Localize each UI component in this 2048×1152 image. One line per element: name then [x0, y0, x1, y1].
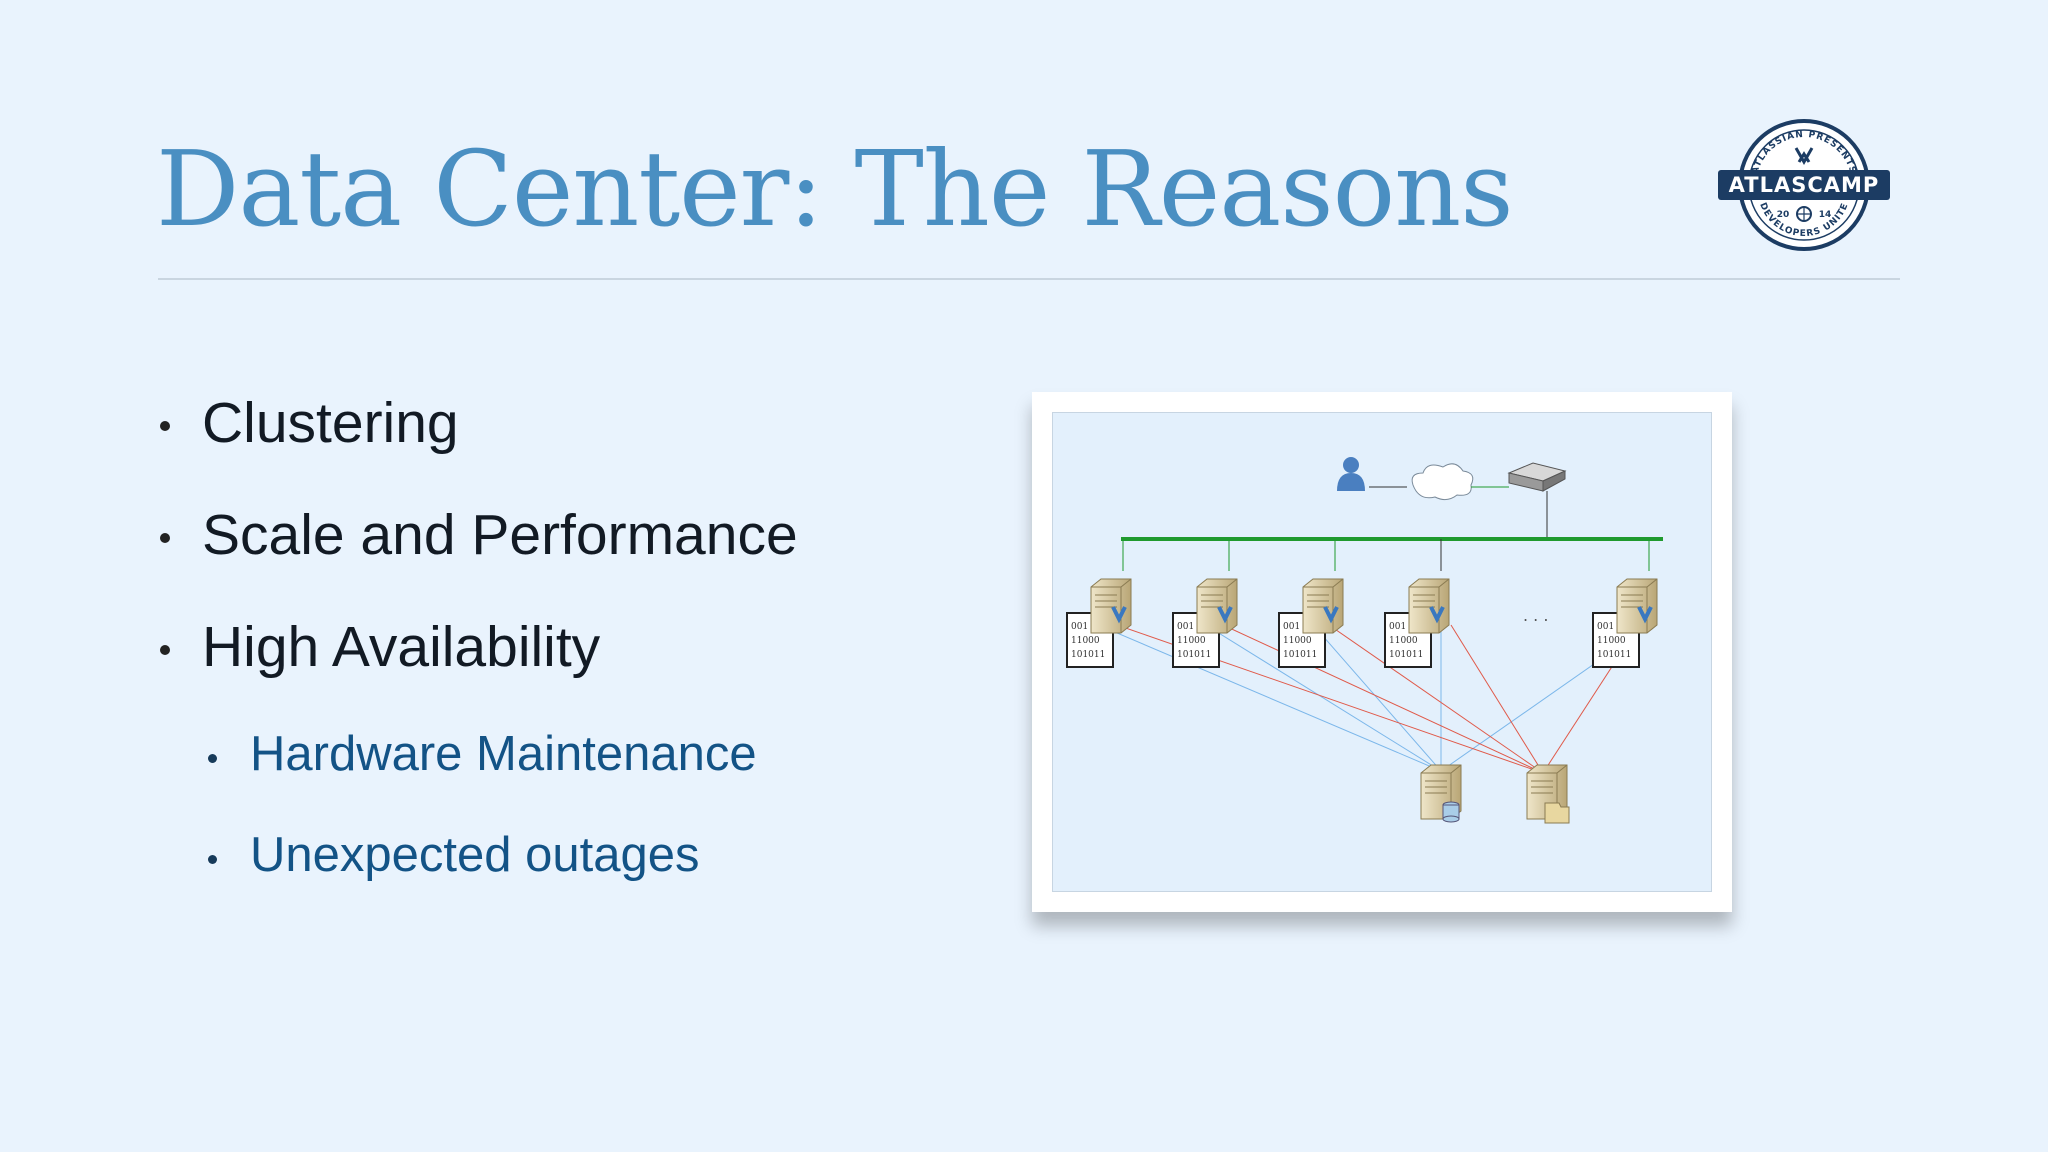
database-server-icon: [1420, 764, 1462, 823]
svg-text:001: 001: [1177, 622, 1194, 632]
cluster-node: 001 11000 101011: [1278, 578, 1344, 668]
svg-text:14: 14: [1819, 210, 1832, 220]
svg-text:001: 001: [1071, 622, 1088, 632]
bullet-high-availability: High Availability: [159, 615, 601, 679]
cluster-node: 001 11000 101011: [1384, 578, 1450, 668]
svg-text:11000: 11000: [1389, 636, 1418, 646]
cluster-node: 001 11000 101011: [1172, 578, 1238, 668]
svg-text:11000: 11000: [1283, 636, 1312, 646]
user-icon: [1337, 457, 1365, 491]
backend-links: [1102, 624, 1648, 774]
cluster-topology: 001 11000 101011 001 11000 101011 001 11…: [1066, 457, 1663, 824]
sub-bullet-unexpected-outages: Unexpected outages: [208, 828, 700, 882]
more-nodes-ellipsis: . . .: [1523, 606, 1548, 625]
svg-text:ATLASCAMP: ATLASCAMP: [1729, 173, 1880, 197]
cluster-node: 001 11000 101011: [1592, 578, 1658, 668]
svg-text:001: 001: [1283, 622, 1300, 632]
atlascamp-logo: ATLASSIAN PRESENTS DEVELOPERS UNITE ATLA…: [1718, 119, 1890, 251]
svg-text:001: 001: [1597, 622, 1614, 632]
slide-title: Data Center: The Reasons: [156, 128, 1514, 250]
svg-text:101011: 101011: [1071, 650, 1105, 660]
bullet-scale-performance: Scale and Performance: [160, 503, 798, 567]
bullet-clustering: Clustering: [160, 391, 459, 455]
svg-text:11000: 11000: [1071, 636, 1100, 646]
cluster-diagram: 001 11000 101011 001 11000 101011 001 11…: [1052, 412, 1712, 892]
svg-text:101011: 101011: [1177, 650, 1211, 660]
svg-text:101011: 101011: [1597, 650, 1631, 660]
svg-text:20: 20: [1777, 210, 1790, 220]
svg-text:001: 001: [1389, 622, 1406, 632]
cloud-icon: [1411, 463, 1474, 501]
file-server-icon: [1526, 764, 1570, 824]
cluster-node: 001 11000 101011: [1066, 578, 1132, 668]
svg-text:11000: 11000: [1177, 636, 1206, 646]
svg-text:11000: 11000: [1597, 636, 1626, 646]
diagram-image: 001 11000 101011 001 11000 101011 001 11…: [1032, 392, 1732, 912]
svg-text:101011: 101011: [1283, 650, 1317, 660]
svg-text:101011: 101011: [1389, 650, 1423, 660]
title-divider: [158, 278, 1900, 280]
sub-bullet-hardware-maintenance: Hardware Maintenance: [208, 727, 757, 781]
network-switch-icon: [1507, 462, 1567, 492]
